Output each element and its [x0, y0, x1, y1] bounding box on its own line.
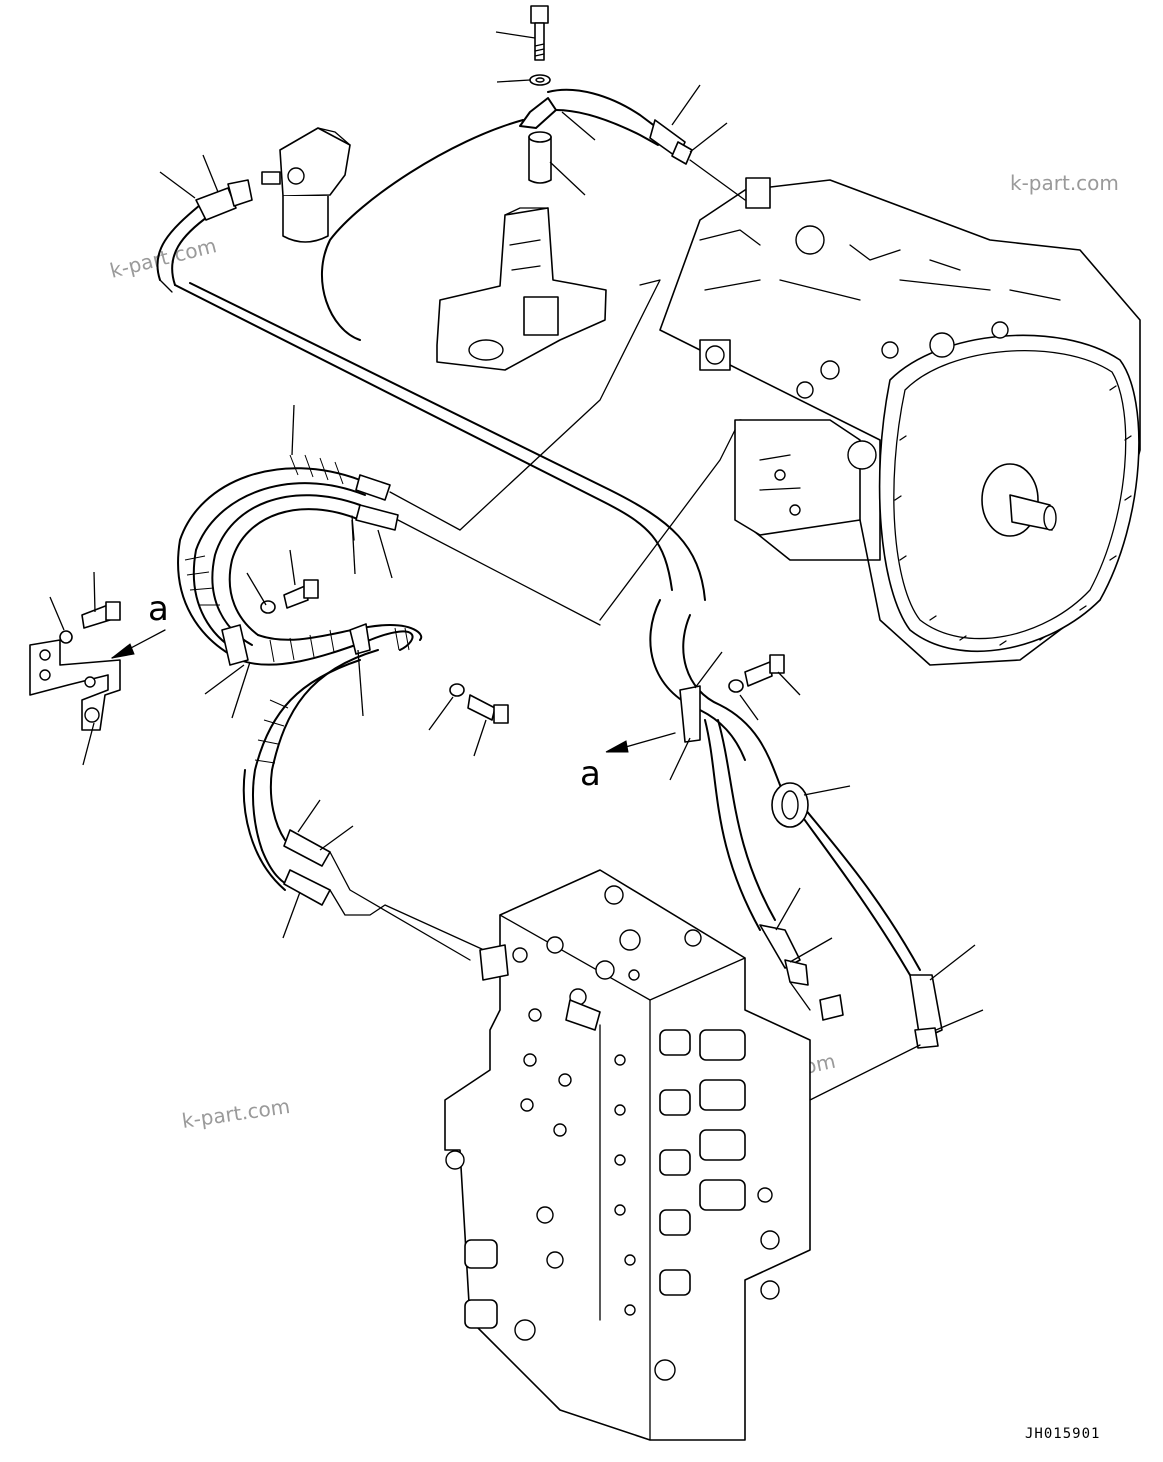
view-label-lower: a	[580, 754, 601, 794]
center-bolt-2	[449, 683, 509, 724]
top-washer	[529, 74, 551, 86]
valve-port-line-2	[789, 981, 811, 1011]
watermark-top-left: k-part.com	[107, 233, 218, 283]
watermark-top-right: k-part.com	[1010, 171, 1119, 195]
view-arrow-lower: a	[580, 732, 676, 794]
center-bolt-1	[260, 579, 319, 614]
watermark-bottom-left: k-part.com	[180, 1094, 291, 1133]
main-control-valve	[444, 869, 844, 1441]
pump-connection-line-2	[459, 279, 661, 531]
right-bolt	[728, 654, 785, 693]
pump-connection-line-3	[599, 429, 736, 621]
left-bolt-1	[59, 601, 121, 644]
part-leader-lines	[49, 31, 984, 1031]
return-hose-line	[174, 282, 943, 1049]
mounting-bracket-plate	[436, 207, 607, 371]
drawing-code: JH015901	[1025, 1426, 1100, 1442]
top-bolt	[530, 5, 549, 61]
right-pilot-hose	[704, 719, 809, 986]
spacer-sleeve	[528, 131, 552, 184]
view-label-upper: a	[148, 589, 169, 629]
pilot-line-to-pump	[397, 519, 601, 626]
view-arrow-upper: a	[111, 589, 169, 659]
right-hose-clamp	[679, 685, 809, 828]
pump-connection-line-1	[689, 159, 746, 201]
control-valve-line-1	[329, 851, 471, 961]
left-mounting-bracket	[29, 639, 121, 731]
pilot-line-to-pump-2	[389, 491, 461, 531]
long-pilot-hose	[321, 88, 693, 341]
valve-port-line-1	[809, 1044, 921, 1101]
main-hydraulic-pump	[659, 177, 1141, 666]
taped-hose-bundle	[177, 454, 423, 906]
line-filter-body	[261, 127, 351, 243]
control-valve-line-2	[329, 889, 496, 956]
